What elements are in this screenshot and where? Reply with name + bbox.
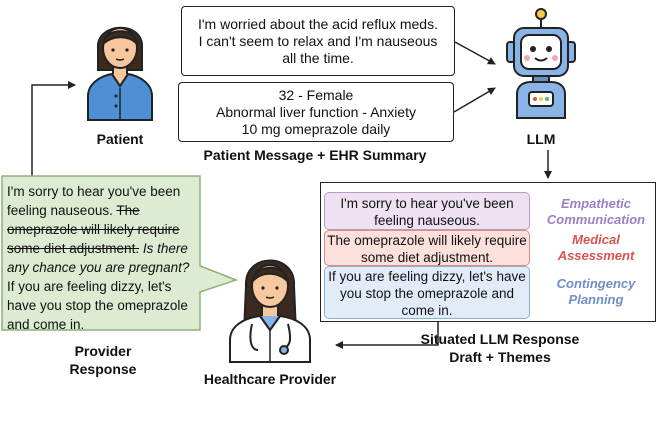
theme-line: Assessment (557, 248, 635, 263)
theme-empathetic-communication: Empathetic Communication (540, 196, 652, 228)
draft-title-line: Draft + Themes (449, 349, 551, 365)
ehr-line: Abnormal liver function - Anxiety (216, 104, 416, 120)
draft-title-line: Situated LLM Response (420, 331, 580, 347)
arrow-ehr-to-llm (453, 87, 496, 113)
draft-segment-medical: The omeprazole will likely require some … (324, 230, 530, 266)
ehr-line: 10 mg omeprazole daily (241, 121, 391, 137)
theme-line: Empathetic (560, 196, 632, 211)
robot-icon (506, 8, 576, 119)
patient-message-box: I'm worried about the acid reflux meds. … (181, 6, 455, 76)
theme-line: Planning (568, 292, 624, 307)
response-added-text: Is there any chance you are pregnant? (7, 241, 190, 275)
arrow-message-to-llm (454, 41, 496, 65)
arrow-response-to-patient (31, 81, 76, 176)
arrow-draft-to-provider (335, 320, 439, 349)
patient-label: Patient (96, 131, 144, 147)
doctor-icon (229, 259, 311, 363)
draft-segment-empathy: I'm sorry to hear you've been feeling na… (324, 192, 530, 230)
response-label-line: Response (69, 361, 137, 377)
provider-response-text: I'm sorry to hear you've been feeling na… (7, 182, 199, 334)
ehr-summary-box: 32 - Female Abnormal liver function - An… (178, 82, 454, 142)
response-struck-text: The omeprazole will likely require some … (7, 203, 180, 256)
draft-segment-contingency: If you are feeling dizzy, let's have you… (324, 266, 530, 319)
response-kept-text: If you are feeling dizzy, let's have you… (7, 279, 188, 332)
theme-medical-assessment: Medical Assessment (540, 232, 652, 264)
patient-message-line: I can't seem to relax and I'm nauseous (198, 33, 438, 49)
draft-title: Situated LLM Response Draft + Themes (390, 330, 610, 366)
section-label: Patient Message + EHR Summary (203, 147, 427, 163)
patient-message-line: I'm worried about the acid reflux meds. (197, 16, 438, 32)
ehr-line: 32 - Female (278, 87, 354, 103)
patient-message-line: all the time. (282, 50, 354, 66)
llm-label: LLM (526, 131, 556, 147)
draft-segment-text: If you are feeling dizzy, let's have you… (328, 269, 526, 318)
response-kept-text: I'm sorry to hear you've been feeling na… (7, 184, 181, 218)
speech-bubble-shape (1, 175, 239, 331)
theme-line: Contingency (556, 276, 636, 291)
provider-label: Healthcare Provider (203, 371, 337, 387)
theme-line: Medical (572, 232, 620, 247)
theme-line: Communication (546, 212, 646, 227)
provider-response-label: Provider Response (48, 342, 158, 378)
draft-segment-text: The omeprazole will likely require some … (327, 233, 527, 265)
patient-icon (87, 26, 153, 121)
theme-contingency-planning: Contingency Planning (540, 276, 652, 308)
response-label-line: Provider (74, 343, 132, 359)
draft-segment-text: I'm sorry to hear you've been feeling na… (340, 196, 514, 228)
